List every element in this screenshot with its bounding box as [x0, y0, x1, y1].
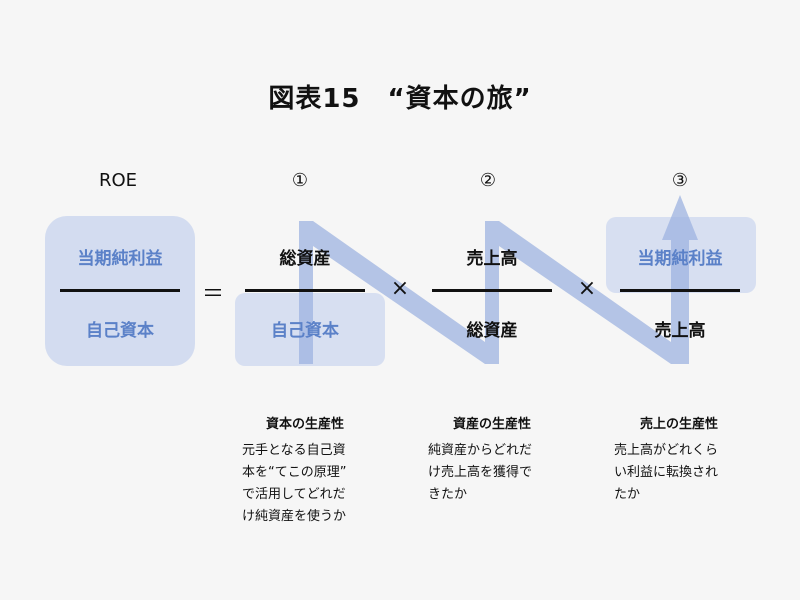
desc-asset-productivity: 純資産からどれだ け売上高を獲得で きたか — [428, 443, 533, 502]
label-asset-productivity: 資産の生産性 — [452, 417, 531, 432]
column-3-header: ③ — [671, 170, 689, 191]
f3-fraction-line — [620, 289, 740, 292]
f3-numerator: 当期純利益 — [637, 249, 723, 269]
roe-header: ROE — [98, 170, 138, 191]
times-sign-2: × — [577, 276, 597, 301]
desc-capital-productivity: 元手となる自己資 本を“てこの原理” で活用してどれだ け純資産を使うか — [242, 443, 347, 524]
equals-sign: ＝ — [201, 282, 224, 307]
times-sign-1: × — [390, 276, 410, 301]
f2-numerator: 売上高 — [466, 249, 518, 269]
roe-denominator: 自己資本 — [86, 321, 154, 341]
column-1-header: ① — [291, 170, 309, 191]
f1-numerator: 総資産 — [279, 249, 331, 269]
page-title: 図表15 “資本の旅” — [268, 84, 532, 114]
f2-fraction-line — [432, 289, 552, 292]
flow-path — [299, 195, 698, 364]
label-capital-productivity: 資本の生産性 — [265, 417, 344, 432]
f1-fraction-line — [245, 289, 365, 292]
f2-denominator: 総資産 — [466, 321, 518, 341]
column-2-header: ② — [479, 170, 497, 191]
desc-sales-productivity: 売上高がどれくら い利益に転換され たか — [614, 443, 719, 502]
roe-numerator: 当期純利益 — [77, 249, 163, 269]
f1-denominator: 自己資本 — [271, 321, 339, 341]
label-sales-productivity: 売上の生産性 — [639, 417, 718, 432]
roe-fraction-line — [60, 289, 180, 292]
f3-denominator: 売上高 — [654, 321, 706, 341]
